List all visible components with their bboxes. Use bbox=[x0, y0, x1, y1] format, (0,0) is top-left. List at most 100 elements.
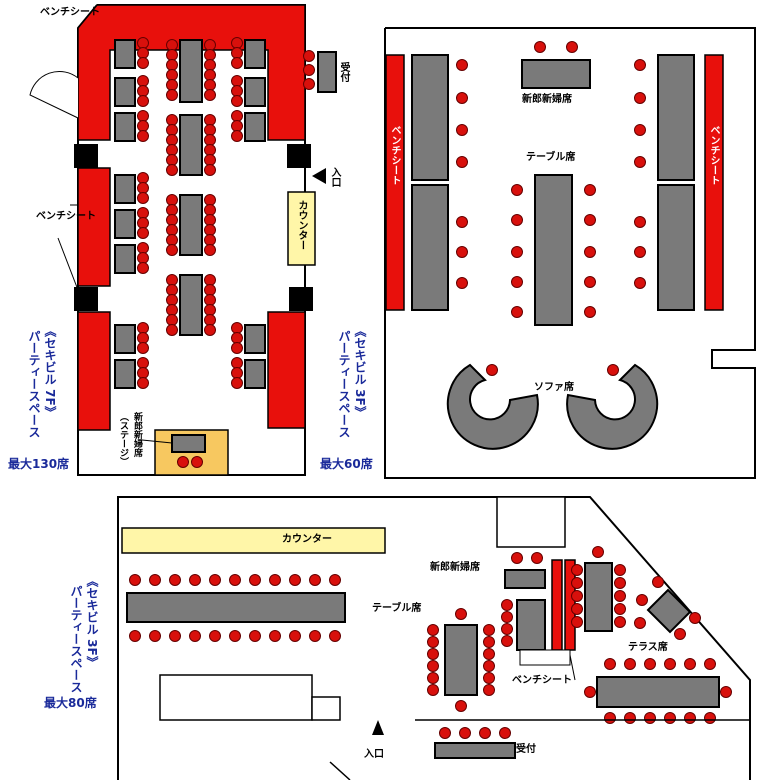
table bbox=[521, 59, 591, 89]
stage-label-line2: （ステージ） bbox=[118, 412, 128, 466]
chair bbox=[674, 628, 686, 640]
chair bbox=[149, 630, 161, 642]
chair bbox=[584, 184, 596, 196]
chair bbox=[166, 234, 178, 246]
chair bbox=[191, 456, 203, 468]
chair bbox=[652, 576, 664, 588]
chair bbox=[584, 686, 596, 698]
chair bbox=[137, 120, 149, 132]
chair bbox=[501, 623, 513, 635]
chair bbox=[229, 630, 241, 642]
chair bbox=[479, 727, 491, 739]
chair bbox=[624, 712, 636, 724]
chair bbox=[231, 332, 243, 344]
terrace-seat-label: テラス席 bbox=[628, 642, 668, 653]
chair bbox=[634, 246, 646, 258]
bench-seat bbox=[267, 311, 306, 429]
table-seat-label-3f-a: テーブル席 bbox=[526, 152, 576, 163]
chair bbox=[511, 184, 523, 196]
stage-pointer bbox=[141, 439, 173, 444]
capacity-3f-a: 最大60席 bbox=[320, 457, 373, 471]
chair bbox=[329, 630, 341, 642]
counter-label-7f: カウンター bbox=[296, 200, 307, 250]
door-swing bbox=[29, 70, 79, 119]
chair bbox=[456, 59, 468, 71]
chair bbox=[634, 617, 646, 629]
chair bbox=[584, 214, 596, 226]
chair bbox=[137, 130, 149, 142]
entrance-label-3f-b: 入口 bbox=[364, 749, 384, 760]
fixture-block bbox=[159, 674, 313, 721]
chair bbox=[166, 224, 178, 236]
chair bbox=[166, 244, 178, 256]
chair bbox=[137, 322, 149, 334]
chair bbox=[689, 612, 701, 624]
counter-3f-b bbox=[121, 527, 386, 554]
chair bbox=[204, 204, 216, 216]
table bbox=[114, 77, 136, 107]
capacity-3f-b: 最大80席 bbox=[44, 696, 97, 710]
subtitle-7f: パーティースペース bbox=[27, 330, 41, 438]
room-block bbox=[496, 496, 566, 548]
chair bbox=[204, 114, 216, 126]
table bbox=[444, 624, 478, 696]
chair bbox=[137, 207, 149, 219]
chair bbox=[427, 636, 439, 648]
chair bbox=[166, 69, 178, 81]
table bbox=[411, 184, 449, 311]
table bbox=[657, 184, 695, 311]
chair bbox=[604, 658, 616, 670]
chair bbox=[249, 574, 261, 586]
chair bbox=[169, 574, 181, 586]
chair bbox=[231, 95, 243, 107]
reception-label-7f: 受付 bbox=[338, 62, 349, 82]
chair bbox=[511, 276, 523, 288]
chair bbox=[456, 216, 468, 228]
chair bbox=[204, 244, 216, 256]
chair bbox=[137, 37, 149, 49]
chair bbox=[166, 89, 178, 101]
table bbox=[114, 359, 136, 389]
chair bbox=[204, 294, 216, 306]
chair bbox=[624, 658, 636, 670]
bench-pointer bbox=[57, 237, 79, 291]
chair bbox=[137, 217, 149, 229]
chair bbox=[204, 79, 216, 91]
subtitle-3f-b: パーティースペース bbox=[69, 585, 83, 693]
chair bbox=[634, 59, 646, 71]
couple-seat-label-3f-a: 新郎新婦席 bbox=[522, 94, 572, 105]
chair bbox=[634, 277, 646, 289]
chair bbox=[204, 69, 216, 81]
chair bbox=[166, 284, 178, 296]
chair bbox=[137, 192, 149, 204]
table bbox=[584, 562, 613, 632]
chair bbox=[204, 49, 216, 61]
chair bbox=[614, 603, 626, 615]
bench-seat bbox=[77, 311, 111, 431]
title-7f: 《セキビル 7F》 bbox=[43, 325, 57, 418]
chair bbox=[483, 672, 495, 684]
chair bbox=[166, 39, 178, 51]
couple-seat-label-3f-b: 新郎新婦席 bbox=[430, 562, 480, 573]
table bbox=[411, 54, 449, 181]
chair bbox=[531, 552, 543, 564]
chair bbox=[231, 57, 243, 69]
table bbox=[244, 77, 266, 107]
chair bbox=[166, 154, 178, 166]
bench-label-mid: ベンチシート bbox=[36, 211, 96, 222]
chair bbox=[614, 577, 626, 589]
chair bbox=[204, 214, 216, 226]
chair bbox=[229, 574, 241, 586]
chair bbox=[204, 154, 216, 166]
chair bbox=[720, 686, 732, 698]
chair bbox=[571, 616, 583, 628]
chair bbox=[303, 78, 315, 90]
chair bbox=[204, 134, 216, 146]
chair bbox=[231, 110, 243, 122]
table bbox=[657, 54, 695, 181]
chair bbox=[209, 630, 221, 642]
chair bbox=[634, 124, 646, 136]
chair bbox=[231, 322, 243, 334]
chair bbox=[456, 124, 468, 136]
chair bbox=[439, 727, 451, 739]
